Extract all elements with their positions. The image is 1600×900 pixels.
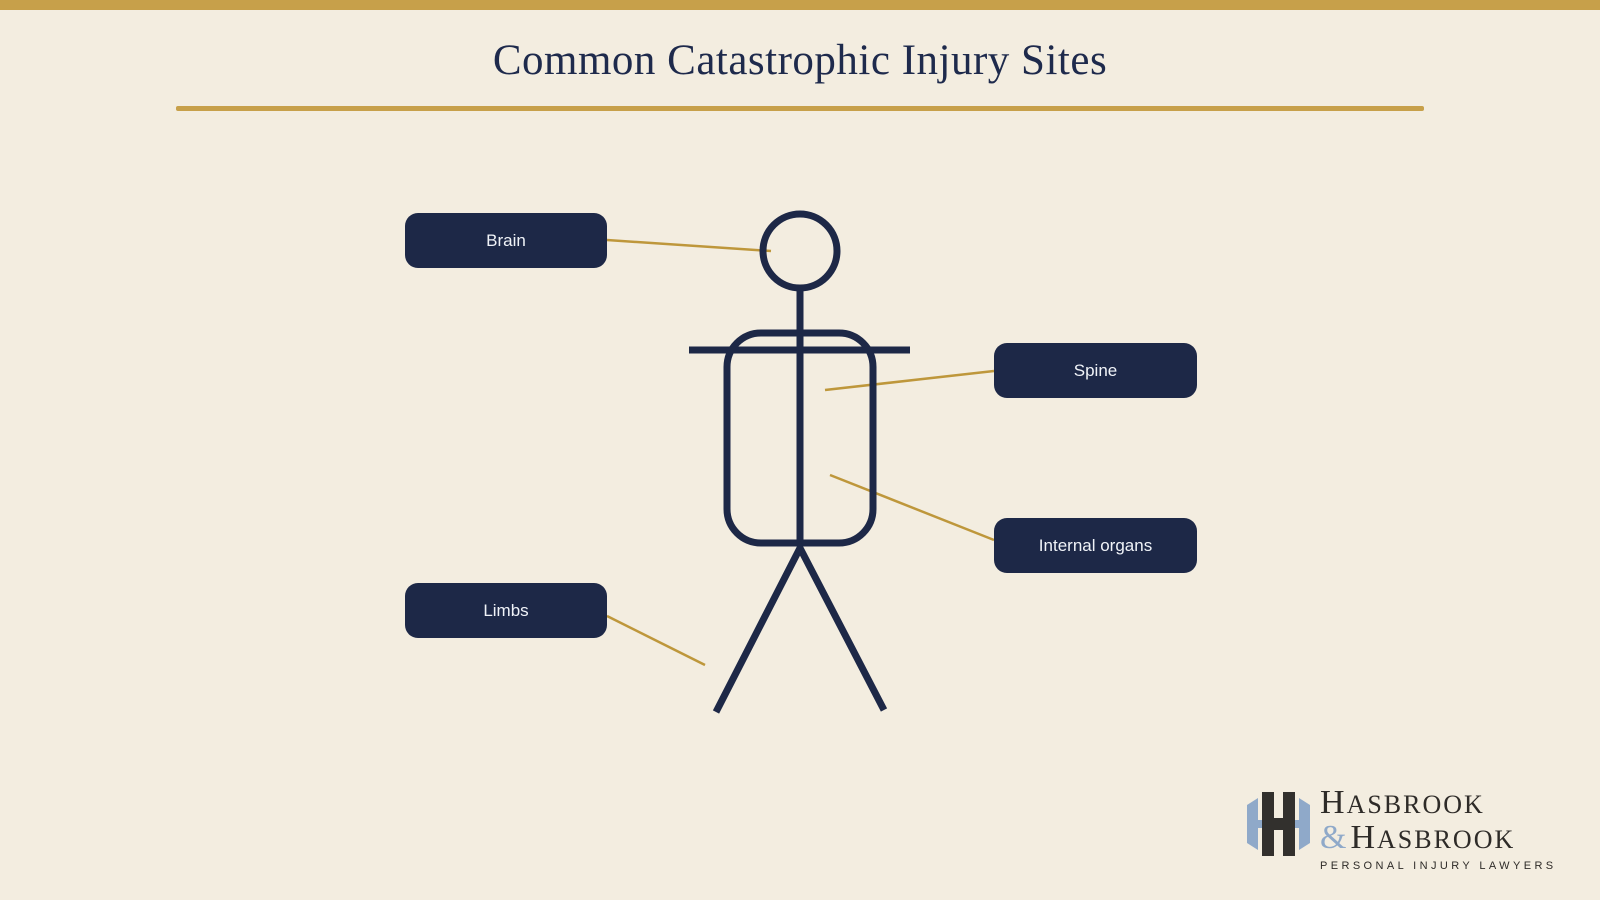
hasbrook-logo-icon [1247,792,1310,856]
hasbrook-logo-wordmark: HASBROOK &HASBROOK PERSONAL INJURY LAWYE… [1320,786,1557,872]
figure-legs [712,540,888,714]
logo-line1-rest: ASBROOK [1346,790,1485,819]
label-limbs-text: Limbs [483,600,529,620]
top-accent-bar [0,0,1600,10]
connector-internal-organs [829,473,995,542]
logo-line1-initial: H [1320,784,1347,821]
logo-name-line2: &HASBROOK [1320,821,1557,855]
logo-name-line1: HASBROOK [1320,786,1557,820]
logo-line2-initial: H [1350,819,1378,856]
title-underline [176,106,1424,111]
label-brain-text: Brain [486,230,526,250]
connector-limbs [606,614,706,667]
label-spine-text: Spine [1073,360,1118,380]
label-internal-organs: Internal organs [994,518,1197,573]
label-spine: Spine [994,343,1197,398]
page-title: Common Catastrophic Injury Sites [492,37,1108,84]
label-brain: Brain [405,213,607,268]
connector-brain [606,238,772,253]
logo-ampersand: & [1320,819,1349,856]
label-limbs: Limbs [405,583,607,638]
connector-spine [824,369,995,392]
hasbrook-logo: HASBROOK &HASBROOK PERSONAL INJURY LAWYE… [1247,786,1557,872]
label-internal-organs-text: Internal organs [1038,535,1153,555]
logo-tagline: PERSONAL INJURY LAWYERS [1320,860,1557,872]
logo-line2-rest: ASBROOK [1377,825,1516,854]
figure-head [759,210,841,292]
